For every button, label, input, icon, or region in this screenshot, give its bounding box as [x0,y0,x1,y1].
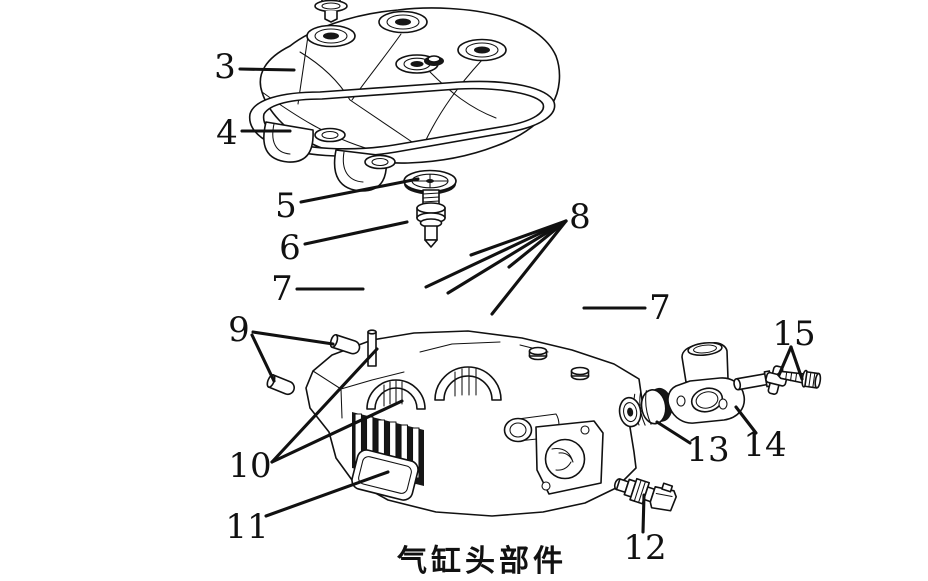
callout-14: 14 [734,405,787,465]
exhaust-flange [535,420,604,495]
leader-line [490,219,568,316]
callout-number-6: 6 [279,228,301,268]
leader-line [655,420,692,445]
callout-6: 6 [279,220,409,268]
leader-line [777,345,793,377]
figure-caption: 气缸头部件 [397,544,567,579]
leader-line [238,67,296,72]
leader-line [424,219,568,289]
callout-number-5: 5 [275,186,297,226]
leader-line [270,347,379,464]
callout-number-8: 8 [569,197,591,237]
callout-number-12: 12 [623,528,666,568]
callout-number-4: 4 [216,113,238,153]
leader-line [251,330,335,346]
part-14-thermostat-cover [667,341,746,424]
leader-line [303,220,409,246]
gasket-tab [364,154,396,170]
stud [367,329,377,367]
seated-bolt [570,366,590,381]
cover-boss [306,24,356,48]
callout-number-14: 14 [743,425,786,465]
part-6-adjuster-bolt [416,189,446,248]
callout-number-10: 10 [228,446,271,486]
leader-line [264,470,390,518]
leader-line [641,493,646,534]
leader-line [507,219,568,269]
callout-10: 10 [228,347,404,486]
side-cover-window [351,449,419,501]
callout-7: 7 [271,269,365,309]
callout-4: 4 [216,113,292,153]
callout-number-9: 9 [228,310,250,350]
part-13-thermostat [618,387,673,428]
callout-5: 5 [275,177,420,226]
leader-line [789,345,804,381]
leader-line [299,177,420,204]
cover-boss [457,38,507,62]
leader-line [446,219,568,295]
part-15-clamp [765,365,788,395]
callout-7: 7 [582,288,671,328]
cover-bolt [314,0,348,23]
callout-11: 11 [225,470,390,547]
leader-line [270,399,404,464]
callout-number-15: 15 [772,314,815,354]
callout-number-7: 7 [649,288,671,328]
callout-3: 3 [214,47,296,87]
gasket-tab [314,127,346,143]
callout-12: 12 [623,493,667,568]
part-15-bolt [776,369,822,389]
cover-boss [378,10,428,34]
part-11-cylinder-head-body [305,329,644,517]
callout-8: 8 [424,197,591,316]
callout-number-7: 7 [271,269,293,309]
callout-number-3: 3 [214,47,236,87]
cover-center-plug [424,55,444,66]
gasket-dome [263,121,314,163]
seated-bolt [528,346,548,361]
callout-9: 9 [228,310,335,383]
callout-number-13: 13 [686,430,729,470]
part-9-dowel-pin [329,333,361,355]
leader-line [469,219,568,257]
callout-13: 13 [655,420,730,470]
leader-line [250,333,276,383]
leader-line [734,405,758,435]
cam-saddle [434,366,502,401]
part-9-dowel-pin [266,374,295,396]
callout-number-11: 11 [225,507,268,547]
callout-15: 15 [772,314,816,381]
